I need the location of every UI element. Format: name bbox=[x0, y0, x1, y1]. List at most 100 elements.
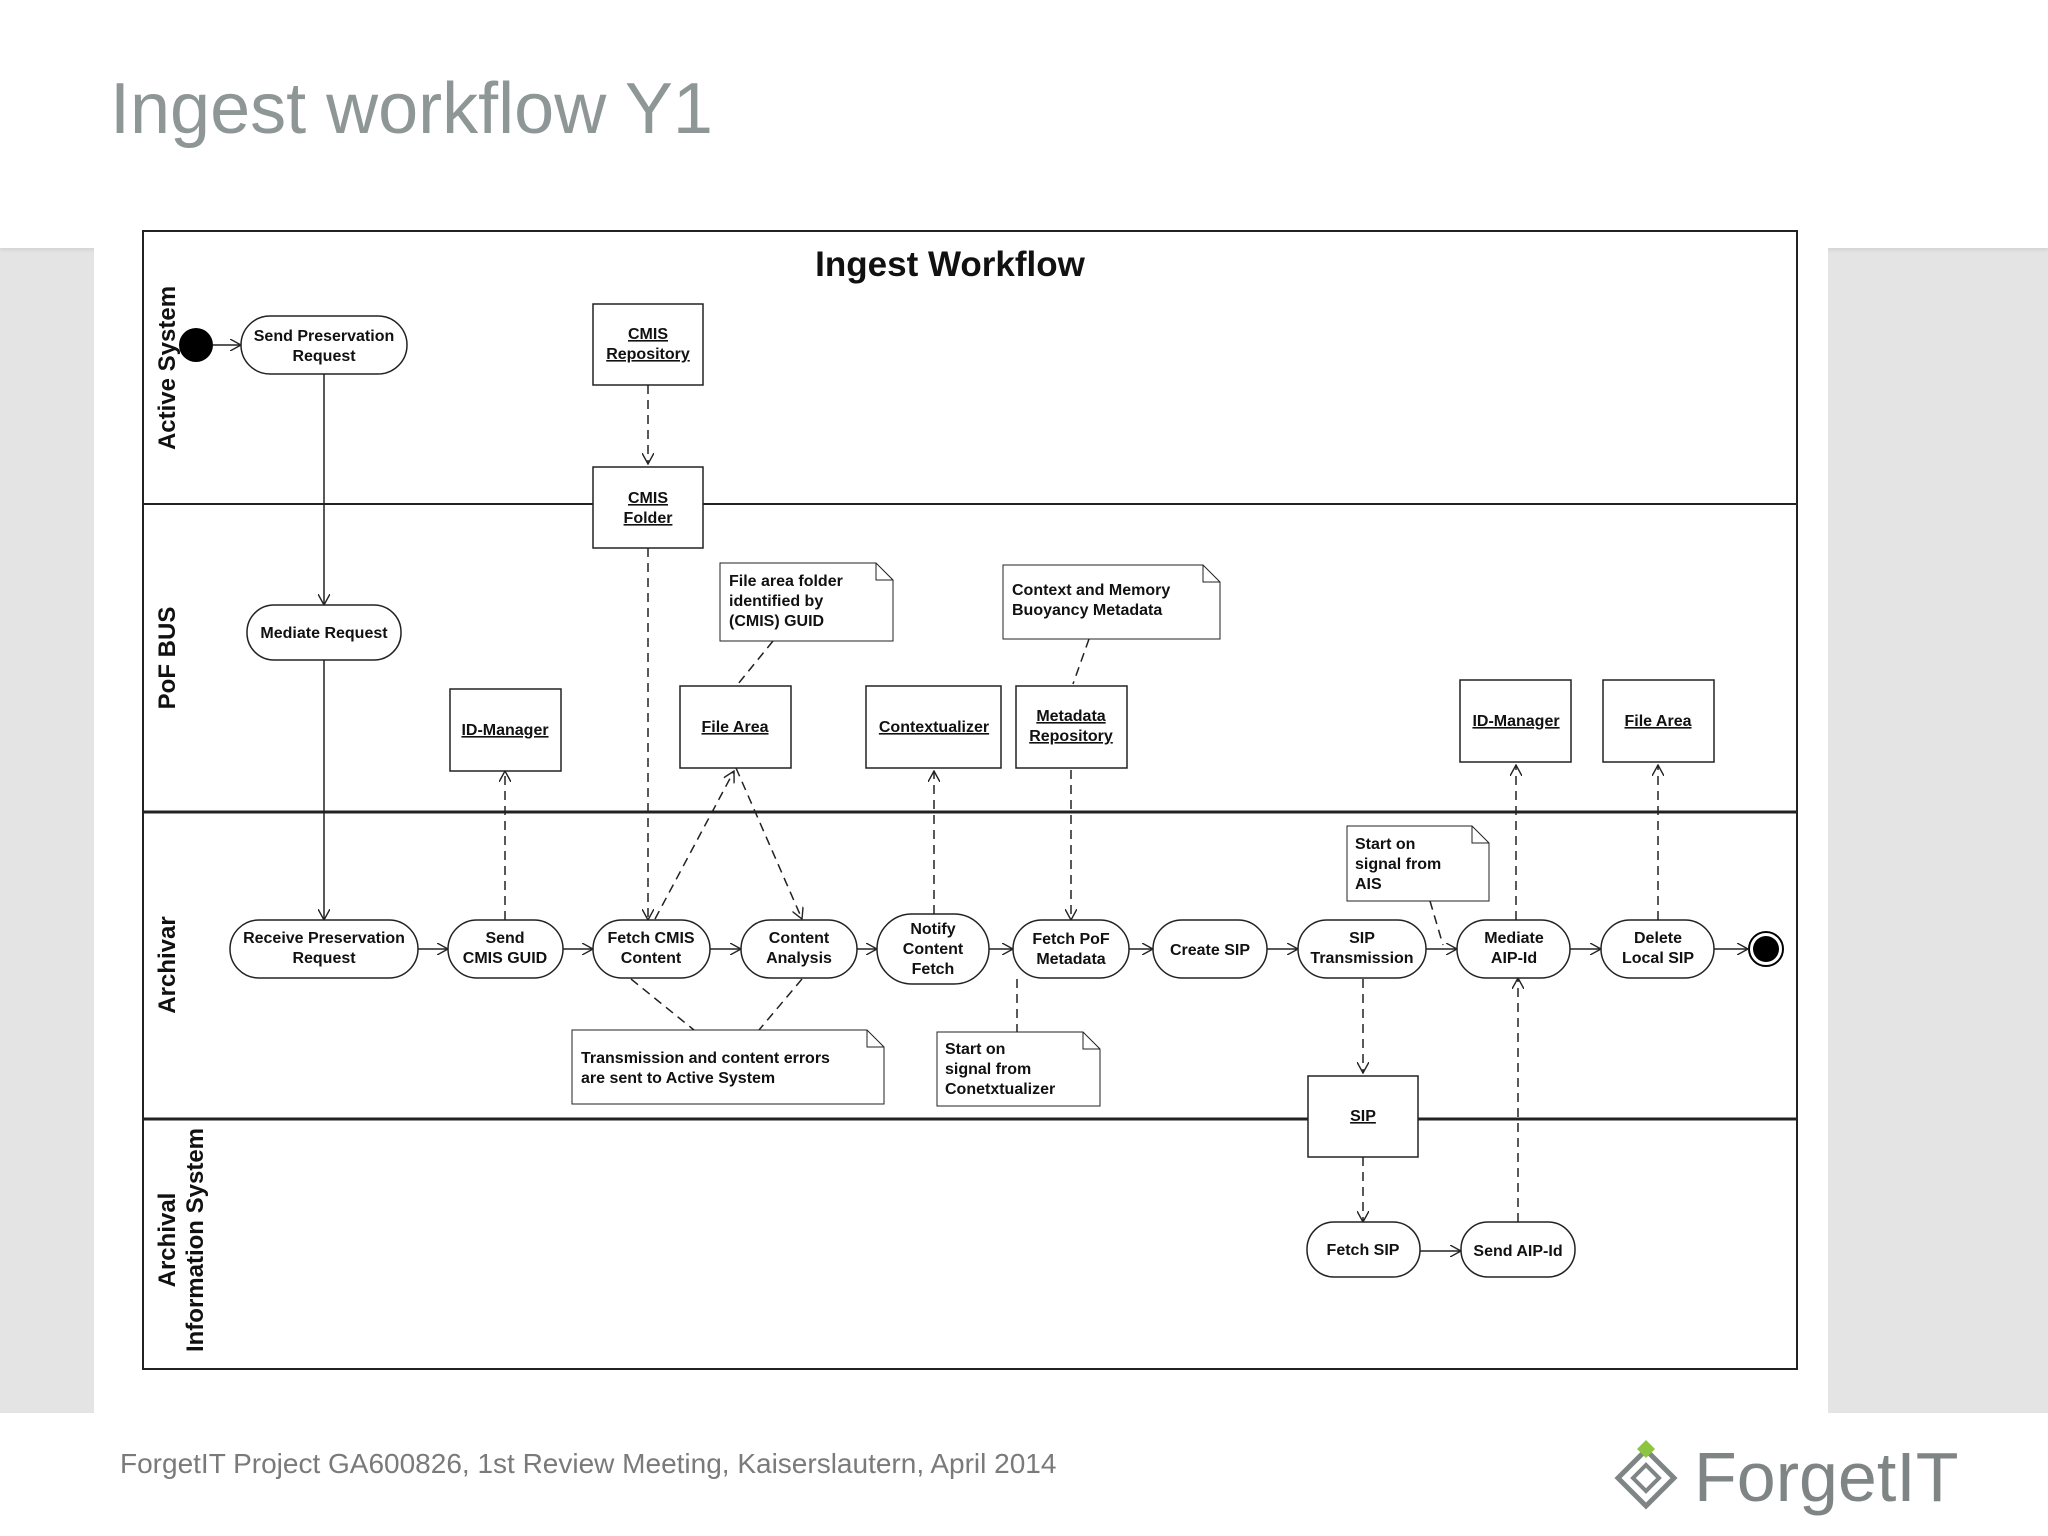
diamond-logo-icon bbox=[1614, 1440, 1678, 1510]
slide-title: Ingest workflow Y1 bbox=[110, 69, 713, 149]
note-text: Context and Memory bbox=[1012, 582, 1170, 599]
activity-label: Delete bbox=[1634, 930, 1682, 947]
object-contextualizer bbox=[865, 685, 1002, 769]
activity-label: AIP-Id bbox=[1491, 950, 1537, 967]
note-text: Start on bbox=[945, 1041, 1005, 1058]
diagram-title: Ingest Workflow bbox=[815, 245, 1085, 284]
activity-label: Content bbox=[903, 941, 964, 958]
activity-fetch-pof-metadata bbox=[1012, 919, 1130, 979]
note-text: Buoyancy Metadata bbox=[1012, 602, 1162, 619]
object-label: Contextualizer bbox=[879, 719, 989, 736]
title-area bbox=[0, 0, 2048, 248]
object-label: CMIS bbox=[628, 326, 668, 343]
lane-label-archivar: Archivar bbox=[154, 916, 181, 1013]
note-text: Transmission and content errors bbox=[581, 1050, 830, 1067]
lane-label-ais-line1: Archival bbox=[154, 1193, 181, 1288]
note-transmission-errors bbox=[571, 1029, 885, 1105]
activity-delete-local-sip bbox=[1600, 919, 1715, 979]
object-label: File Area bbox=[1625, 713, 1692, 730]
activity-receive-preservation-request bbox=[229, 919, 419, 979]
note-text: AIS bbox=[1355, 876, 1382, 893]
note-file-area-folder bbox=[719, 562, 894, 642]
object-file-area-1 bbox=[679, 685, 792, 769]
activity-label: Fetch SIP bbox=[1327, 1242, 1400, 1259]
note-text: signal from bbox=[945, 1061, 1031, 1078]
activity-label: Content bbox=[621, 950, 682, 967]
object-id-manager-2 bbox=[1459, 679, 1572, 763]
activity-label: Metadata bbox=[1036, 951, 1105, 968]
end-node bbox=[1753, 936, 1779, 962]
object-metadata-repository bbox=[1015, 685, 1128, 769]
object-label: Repository bbox=[606, 346, 690, 363]
object-label: Metadata bbox=[1036, 708, 1105, 725]
activity-label: Local SIP bbox=[1622, 950, 1694, 967]
activity-send-preservation-request bbox=[240, 315, 408, 375]
activity-label: Create SIP bbox=[1170, 942, 1250, 959]
note-text: signal from bbox=[1355, 856, 1441, 873]
activity-label: Fetch CMIS bbox=[607, 930, 694, 947]
logo-text: ForgetIT bbox=[1694, 1438, 1959, 1516]
note-anchor bbox=[1429, 900, 1444, 946]
object-flow bbox=[654, 771, 734, 920]
note-anchor bbox=[758, 978, 803, 1031]
object-cmis-folder bbox=[592, 466, 704, 549]
activity-notify-content-fetch bbox=[876, 913, 990, 985]
object-label: CMIS bbox=[628, 490, 668, 507]
object-label: ID-Manager bbox=[461, 722, 548, 739]
note-text: are sent to Active System bbox=[581, 1070, 775, 1087]
activity-label: SIP bbox=[1349, 930, 1375, 947]
activity-mediate-request bbox=[246, 604, 402, 661]
activity-fetch-sip bbox=[1306, 1221, 1421, 1278]
activity-sip-transmission bbox=[1297, 919, 1427, 979]
note-start-on-ais bbox=[1346, 825, 1490, 902]
object-label: Repository bbox=[1029, 728, 1113, 745]
activity-label: Mediate bbox=[1484, 930, 1544, 947]
ingest-workflow-diagram: Ingest Workflow Active System PoF BUS Ar… bbox=[142, 230, 1798, 1370]
activity-label: Send Preservation bbox=[254, 328, 395, 345]
activity-label: Receive Preservation bbox=[243, 930, 405, 947]
activity-label: Analysis bbox=[766, 950, 832, 967]
note-anchor bbox=[1072, 638, 1090, 685]
activity-fetch-cmis-content bbox=[592, 919, 711, 979]
object-id-manager-1 bbox=[449, 688, 562, 772]
note-anchor bbox=[630, 978, 695, 1031]
diagram-frame bbox=[142, 230, 1798, 1370]
start-node bbox=[179, 328, 213, 362]
object-label: File Area bbox=[702, 719, 769, 736]
object-sip bbox=[1307, 1075, 1419, 1158]
note-text: Start on bbox=[1355, 836, 1415, 853]
note-text: (CMIS) GUID bbox=[729, 613, 824, 630]
note-text: File area folder bbox=[729, 573, 843, 590]
activity-label: Content bbox=[769, 930, 830, 947]
activity-label: Send bbox=[485, 930, 524, 947]
forgetit-logo: ForgetIT bbox=[1602, 1432, 1962, 1522]
note-context-memory bbox=[1002, 564, 1221, 640]
object-file-area-2 bbox=[1602, 679, 1715, 763]
note-anchor bbox=[737, 640, 774, 685]
note-text: identified by bbox=[729, 593, 823, 610]
slide-footer: ForgetIT Project GA600826, 1st Review Me… bbox=[120, 1448, 1057, 1479]
activity-label: Mediate Request bbox=[260, 625, 388, 642]
lane-label-pof-bus: PoF BUS bbox=[154, 607, 181, 710]
note-start-on-context bbox=[936, 1031, 1101, 1107]
object-label: Folder bbox=[624, 510, 673, 527]
activity-label: Request bbox=[292, 348, 356, 365]
activity-create-sip bbox=[1152, 919, 1268, 979]
note-text: Conetxtualizer bbox=[945, 1081, 1055, 1098]
activity-label: Fetch bbox=[912, 961, 955, 978]
lane-label-ais-line2: Information System bbox=[182, 1128, 209, 1352]
activity-label: Request bbox=[292, 950, 356, 967]
activity-content-analysis bbox=[740, 919, 858, 979]
object-cmis-repository bbox=[592, 303, 704, 386]
activity-mediate-aip-id bbox=[1456, 919, 1571, 979]
object-label: ID-Manager bbox=[1472, 713, 1559, 730]
object-label: SIP bbox=[1350, 1108, 1376, 1125]
object-flow bbox=[735, 767, 802, 919]
activity-send-cmis-guid bbox=[447, 919, 564, 979]
activity-label: Notify bbox=[910, 921, 955, 938]
lane-label-active-system: Active System bbox=[154, 286, 181, 450]
activity-label: Fetch PoF bbox=[1032, 931, 1110, 948]
activity-label: Transmission bbox=[1310, 950, 1413, 967]
activity-send-aip-id bbox=[1460, 1221, 1576, 1278]
activity-label: CMIS GUID bbox=[463, 950, 547, 967]
